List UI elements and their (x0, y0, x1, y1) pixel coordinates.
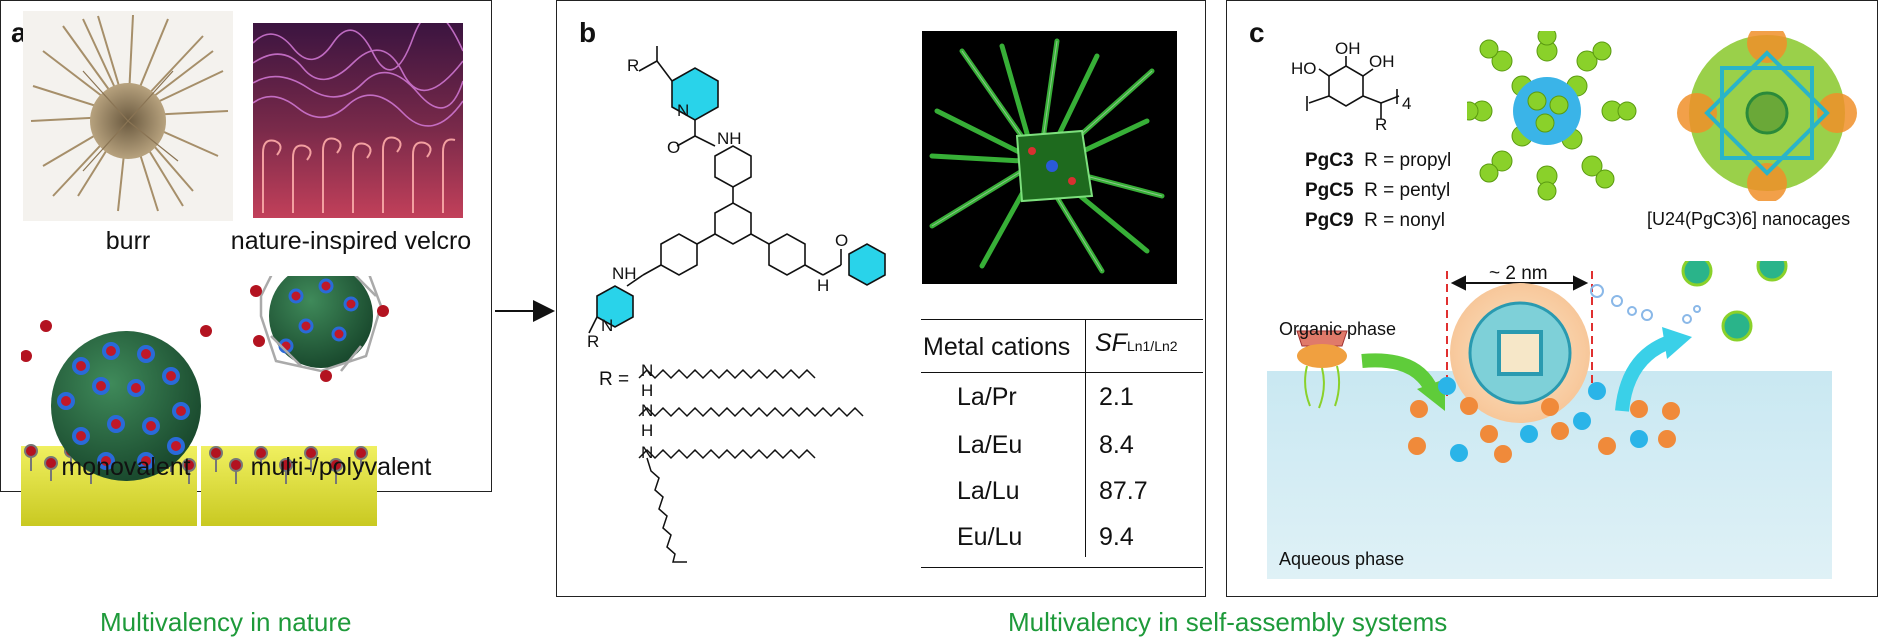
row-sf: 8.4 (1099, 431, 1134, 459)
list-item: PgC3 R = propyl (1305, 146, 1451, 176)
chain3-n: N (641, 443, 653, 462)
table-row: La/Eu 8.4 (935, 431, 1187, 471)
panel-a: a burr (0, 0, 492, 526)
atom-o-right: O (835, 231, 848, 250)
caption-multivalency-self-assembly: Multivalency in self-assembly systems (1008, 607, 1448, 637)
row-pair: La/Lu (957, 477, 1020, 505)
atom-o-top: O (667, 138, 680, 157)
nanocage-label: [U24(PgC3)6] nanocages (1647, 209, 1851, 229)
panel-a-label: a (11, 17, 27, 48)
table-header-sf: SFLn1/Ln2 (1095, 329, 1178, 358)
row-sf: 9.4 (1099, 523, 1134, 551)
panel-c: c OH OH HO R 4 PgC3 R = propyl PgC5 R = … (1226, 0, 1878, 597)
chain1-h: H (641, 381, 653, 400)
variant-text: R = pentyl (1364, 180, 1451, 201)
list-item: PgC5 R = pentyl (1305, 176, 1451, 206)
caption-multivalent: multi-/polyvalent (250, 453, 432, 481)
row-sf: 2.1 (1099, 383, 1134, 411)
chain1-n: N (641, 361, 653, 380)
variant-list: PgC3 R = propyl PgC5 R = pentyl PgC9 R =… (1305, 146, 1451, 236)
pyrogallol-structure: OH OH HO R 4 (1291, 41, 1411, 131)
alkyl-chains: N H N H N (638, 361, 864, 563)
panel-c-label: c (1249, 17, 1265, 48)
velcro-image (253, 23, 463, 218)
variant-code: PgC9 (1305, 210, 1354, 231)
row-pair: Eu/Lu (957, 523, 1023, 551)
variant-code: PgC3 (1305, 150, 1354, 171)
r-definition-label: R = (599, 369, 630, 390)
table-row: La/Pr 2.1 (935, 383, 1187, 423)
atom-r-top: R (627, 56, 639, 75)
sf-symbol: SF (1095, 329, 1127, 357)
variant-text: R = nonyl (1364, 210, 1445, 231)
variant-code: PgC5 (1305, 180, 1354, 201)
row-sf: 87.7 (1099, 477, 1148, 505)
crystal-structure-image (922, 31, 1177, 284)
caption-monovalent: monovalent (61, 453, 191, 481)
atom-r-left: R (587, 332, 599, 351)
panel-b: b (556, 0, 1206, 597)
atom-h-right: H (817, 276, 829, 295)
size-label: ~ 2 nm (1489, 263, 1548, 284)
atom-oh-1: OH (1335, 41, 1361, 58)
subscript-4: 4 (1402, 94, 1411, 113)
caption-burr: burr (105, 227, 151, 255)
caption-multivalency-nature: Multivalency in nature (100, 607, 352, 637)
table-row: Eu/Lu 9.4 (935, 523, 1187, 563)
ligand-structure: R N O NH NH N R H O (587, 46, 886, 351)
atom-ho: HO (1291, 59, 1317, 78)
atom-oh-2: OH (1369, 52, 1395, 71)
arrow-a-to-b (495, 300, 555, 322)
sf-subscript: Ln1/Ln2 (1126, 338, 1178, 354)
atom-nh-top: NH (717, 129, 742, 148)
atom-n-top: N (677, 101, 689, 120)
atom-nh-left: NH (612, 264, 637, 283)
chain2-n: N (641, 401, 653, 420)
multivalent-scene (21, 276, 389, 526)
variant-text: R = propyl (1364, 150, 1452, 171)
atom-n-left: N (601, 316, 613, 335)
table-row: La/Lu 87.7 (935, 477, 1187, 517)
chain2-h: H (641, 421, 653, 440)
burr-image (23, 11, 233, 221)
caption-velcro: nature-inspired velcro (230, 227, 472, 255)
aqueous-phase-label: Aqueous phase (1279, 549, 1405, 569)
nanocage-images (1467, 31, 1857, 201)
row-pair: La/Eu (957, 431, 1023, 459)
table-header-metal: Metal cations (923, 333, 1071, 361)
atom-r: R (1375, 115, 1387, 131)
extraction-scene (1267, 261, 1832, 579)
row-pair: La/Pr (957, 383, 1017, 411)
list-item: PgC9 R = nonyl (1305, 206, 1451, 236)
organic-phase-label: Organic phase (1279, 319, 1397, 339)
panel-b-label: b (579, 17, 597, 48)
